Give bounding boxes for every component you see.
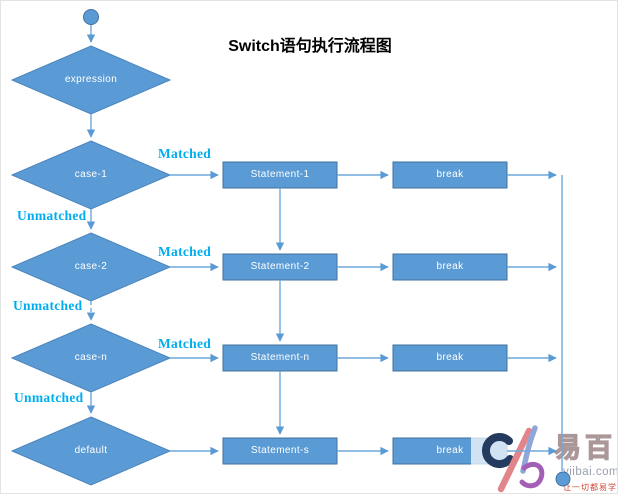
start-node: [83, 9, 99, 25]
edge-label-matched-3: Matched: [158, 336, 212, 351]
box-break-1: [392, 161, 508, 189]
break-3-label: break: [436, 352, 464, 363]
edge-label-matched-2: Matched: [158, 244, 212, 259]
watermark-brand: 易百: [553, 432, 616, 463]
statement-2-label: Statement-2: [250, 261, 310, 272]
watermark-domain: yiibai.com: [563, 466, 618, 478]
break-4-label: break: [436, 445, 464, 456]
box-break-2: [392, 253, 508, 281]
logo-red-slash: [497, 427, 533, 493]
logo-purple-hook: [519, 461, 545, 489]
edge-label-matched-1: Matched: [158, 146, 212, 161]
decision-label-expression: expression: [64, 74, 118, 85]
decision-label-default: default: [74, 445, 108, 456]
break-2-label: break: [436, 261, 464, 272]
statement-n-label: Statement-n: [250, 352, 310, 363]
watermark: 易百 yiibai.com 让一切都易学会: [471, 425, 618, 493]
break-1-label: break: [436, 169, 464, 180]
box-statement-1: [222, 161, 338, 189]
edge-label-unmatched-1: Unmatched: [17, 208, 87, 223]
yiibai-logo-icon: [481, 425, 545, 493]
logo-crescent: [481, 433, 514, 469]
decision-label-case-1: case-1: [74, 169, 108, 180]
decision-label-case-n: case-n: [74, 352, 108, 363]
watermark-slogan: 让一切都易学会: [563, 483, 617, 492]
statement-s-label: Statement-s: [250, 445, 310, 456]
box-statement-s: [222, 437, 338, 465]
decision-label-case-2: case-2: [74, 261, 108, 272]
edge-label-unmatched-2: Unmatched: [13, 298, 83, 313]
statement-1-label: Statement-1: [250, 169, 310, 180]
box-statement-n: [222, 344, 338, 372]
page-title: Switch语句执行流程图: [228, 38, 392, 55]
edge-label-unmatched-3: Unmatched: [14, 390, 84, 405]
decision-default: [10, 416, 172, 486]
